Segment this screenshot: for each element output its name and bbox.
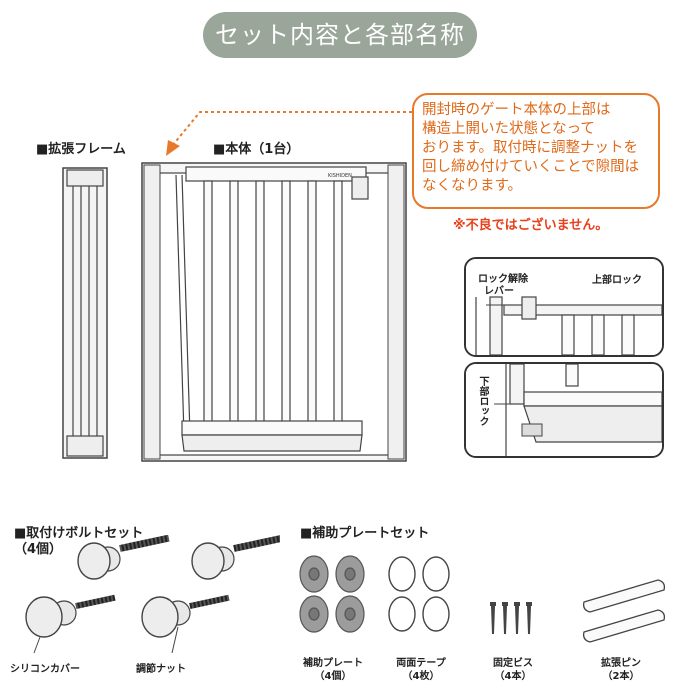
notice-text: ※不良ではございません。 — [453, 218, 609, 233]
callout-line: おります。取付時に調整ナットを — [422, 140, 639, 156]
upper-lock-label: 上部ロック — [592, 275, 642, 286]
extension-frame-label: ■拡張フレーム — [36, 142, 126, 157]
main-body-label: ■本体（1台） — [213, 142, 300, 157]
callout-line: なくなります。 — [422, 178, 523, 194]
lower-lock-label: 下部ロック — [477, 376, 488, 426]
callout-line: 開封時のゲート本体の上部は — [422, 102, 611, 118]
pins-name: 拡張ピン — [601, 658, 641, 669]
bolt-3 — [25, 594, 116, 638]
release-lever-label-line1: ロック解除 — [478, 274, 528, 285]
gate-brand: KISHIDEN — [328, 173, 352, 179]
tape-count: （4枚） — [402, 671, 440, 682]
pins-illustration — [582, 579, 666, 643]
bolt-set-label: ■取付けボルトセット — [14, 526, 144, 541]
bolt-set-count: （4個） — [14, 542, 63, 557]
callout-arrow — [166, 111, 412, 156]
callout-box: 開封時のゲート本体の上部は 構造上開いた状態となって おります。取付時に調整ナッ… — [412, 93, 660, 209]
callout-line: 構造上開いた状態となって — [422, 121, 595, 137]
screws-illustration — [490, 602, 532, 634]
upper-lock-detail: ロック解除 レバー 上部ロック — [464, 257, 664, 357]
tape-label: 両面テープ （4枚） — [388, 657, 454, 683]
plates-count: （4個） — [314, 671, 352, 682]
tape-name: 両面テープ — [396, 658, 446, 669]
silicone-cover-label: シリコンカバー — [10, 664, 80, 675]
release-lever-label-line2: レバー — [484, 286, 514, 297]
screws-label: 固定ビス （4本） — [480, 657, 546, 683]
tape-illustration — [388, 556, 450, 632]
plate-set-label: ■補助プレートセット — [300, 526, 430, 541]
plates-illustration — [299, 555, 365, 633]
adjust-nut-label: 調節ナット — [136, 664, 186, 675]
extension-frame-illustration — [62, 167, 108, 459]
pins-label: 拡張ピン （2本） — [588, 657, 654, 683]
plates-name: 補助プレート — [303, 658, 363, 669]
callout-line: 回し締め付けていくことで隙間は — [422, 159, 640, 175]
pins-count: （2本） — [602, 671, 640, 682]
screws-name: 固定ビス — [493, 658, 533, 669]
bolt-set-illustration — [25, 535, 280, 654]
main-gate-illustration: KISHIDEN — [141, 162, 407, 462]
release-lever-label: ロック解除 レバー — [478, 274, 528, 298]
bolt-4 — [141, 594, 230, 638]
bolt-1 — [77, 535, 170, 580]
bolt-2 — [191, 535, 280, 580]
page-title: セット内容と各部名称 — [203, 12, 477, 58]
plates-label: 補助プレート （4個） — [300, 657, 366, 683]
lower-lock-detail: 下部ロック — [464, 362, 664, 458]
screws-count: （4本） — [494, 671, 532, 682]
